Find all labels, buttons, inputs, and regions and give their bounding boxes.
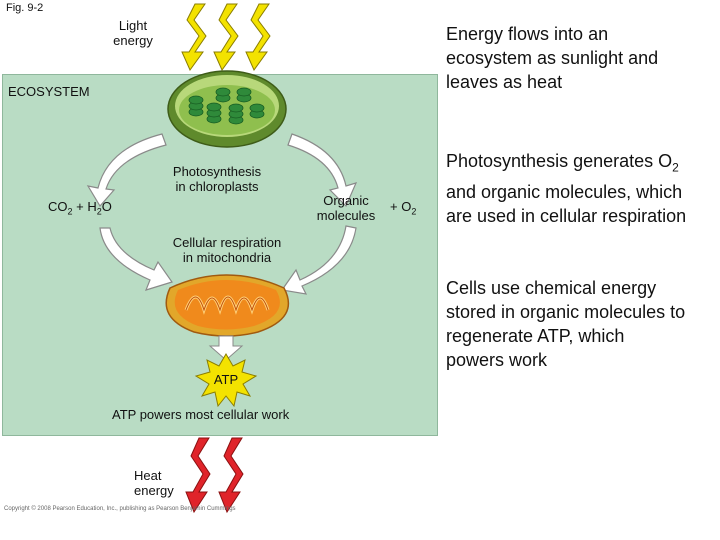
atp-starburst: [194, 353, 258, 408]
cycle-arrows: [86, 133, 358, 295]
arrow-from-reactants: [99, 227, 173, 291]
side-text-atp: Cells use chemical energy stored in orga…: [446, 278, 686, 370]
reactants-label: CO2 + H2O: [48, 199, 112, 217]
side-text-photosynthesis: Photosynthesis generates O2 and organic …: [446, 151, 687, 226]
light-energy-label: Light energy: [113, 18, 153, 48]
heat-energy-label: Heat energy: [134, 468, 174, 498]
copyright-notice: Copyright © 2008 Pearson Education, Inc.…: [4, 506, 236, 512]
heat-arrow-1: [185, 437, 211, 514]
mitochondrion-icon: [165, 274, 289, 337]
arrow-to-reactants: [86, 133, 167, 208]
arrow-from-products: [280, 225, 357, 295]
sunlight-arrow-1: [181, 3, 207, 71]
heat-arrow-2: [218, 437, 244, 514]
side-text-energy-flow: Energy flows into an ecosystem as sunlig…: [446, 24, 659, 92]
atp-label: ATP: [213, 372, 239, 387]
heat-arrows: [185, 437, 244, 514]
sunlight-arrows: [181, 3, 271, 71]
photosynthesis-label: Photosynthesis in chloroplasts: [172, 164, 262, 194]
figure-label: Fig. 9-2: [6, 2, 44, 14]
sunlight-arrow-3: [245, 3, 271, 71]
arrow-to-atp: [208, 335, 244, 361]
ecosystem-label: ECOSYSTEM: [8, 84, 90, 99]
organic-molecules-label: Organic molecules: [316, 193, 376, 223]
atp-powers-label: ATP powers most cellular work: [112, 407, 290, 422]
chloroplast-icon: [167, 70, 287, 148]
oxygen-label: + O2: [390, 199, 417, 217]
sunlight-arrow-2: [213, 3, 239, 71]
respiration-label: Cellular respiration in mitochondria: [172, 235, 282, 265]
arrow-to-products: [287, 133, 358, 208]
